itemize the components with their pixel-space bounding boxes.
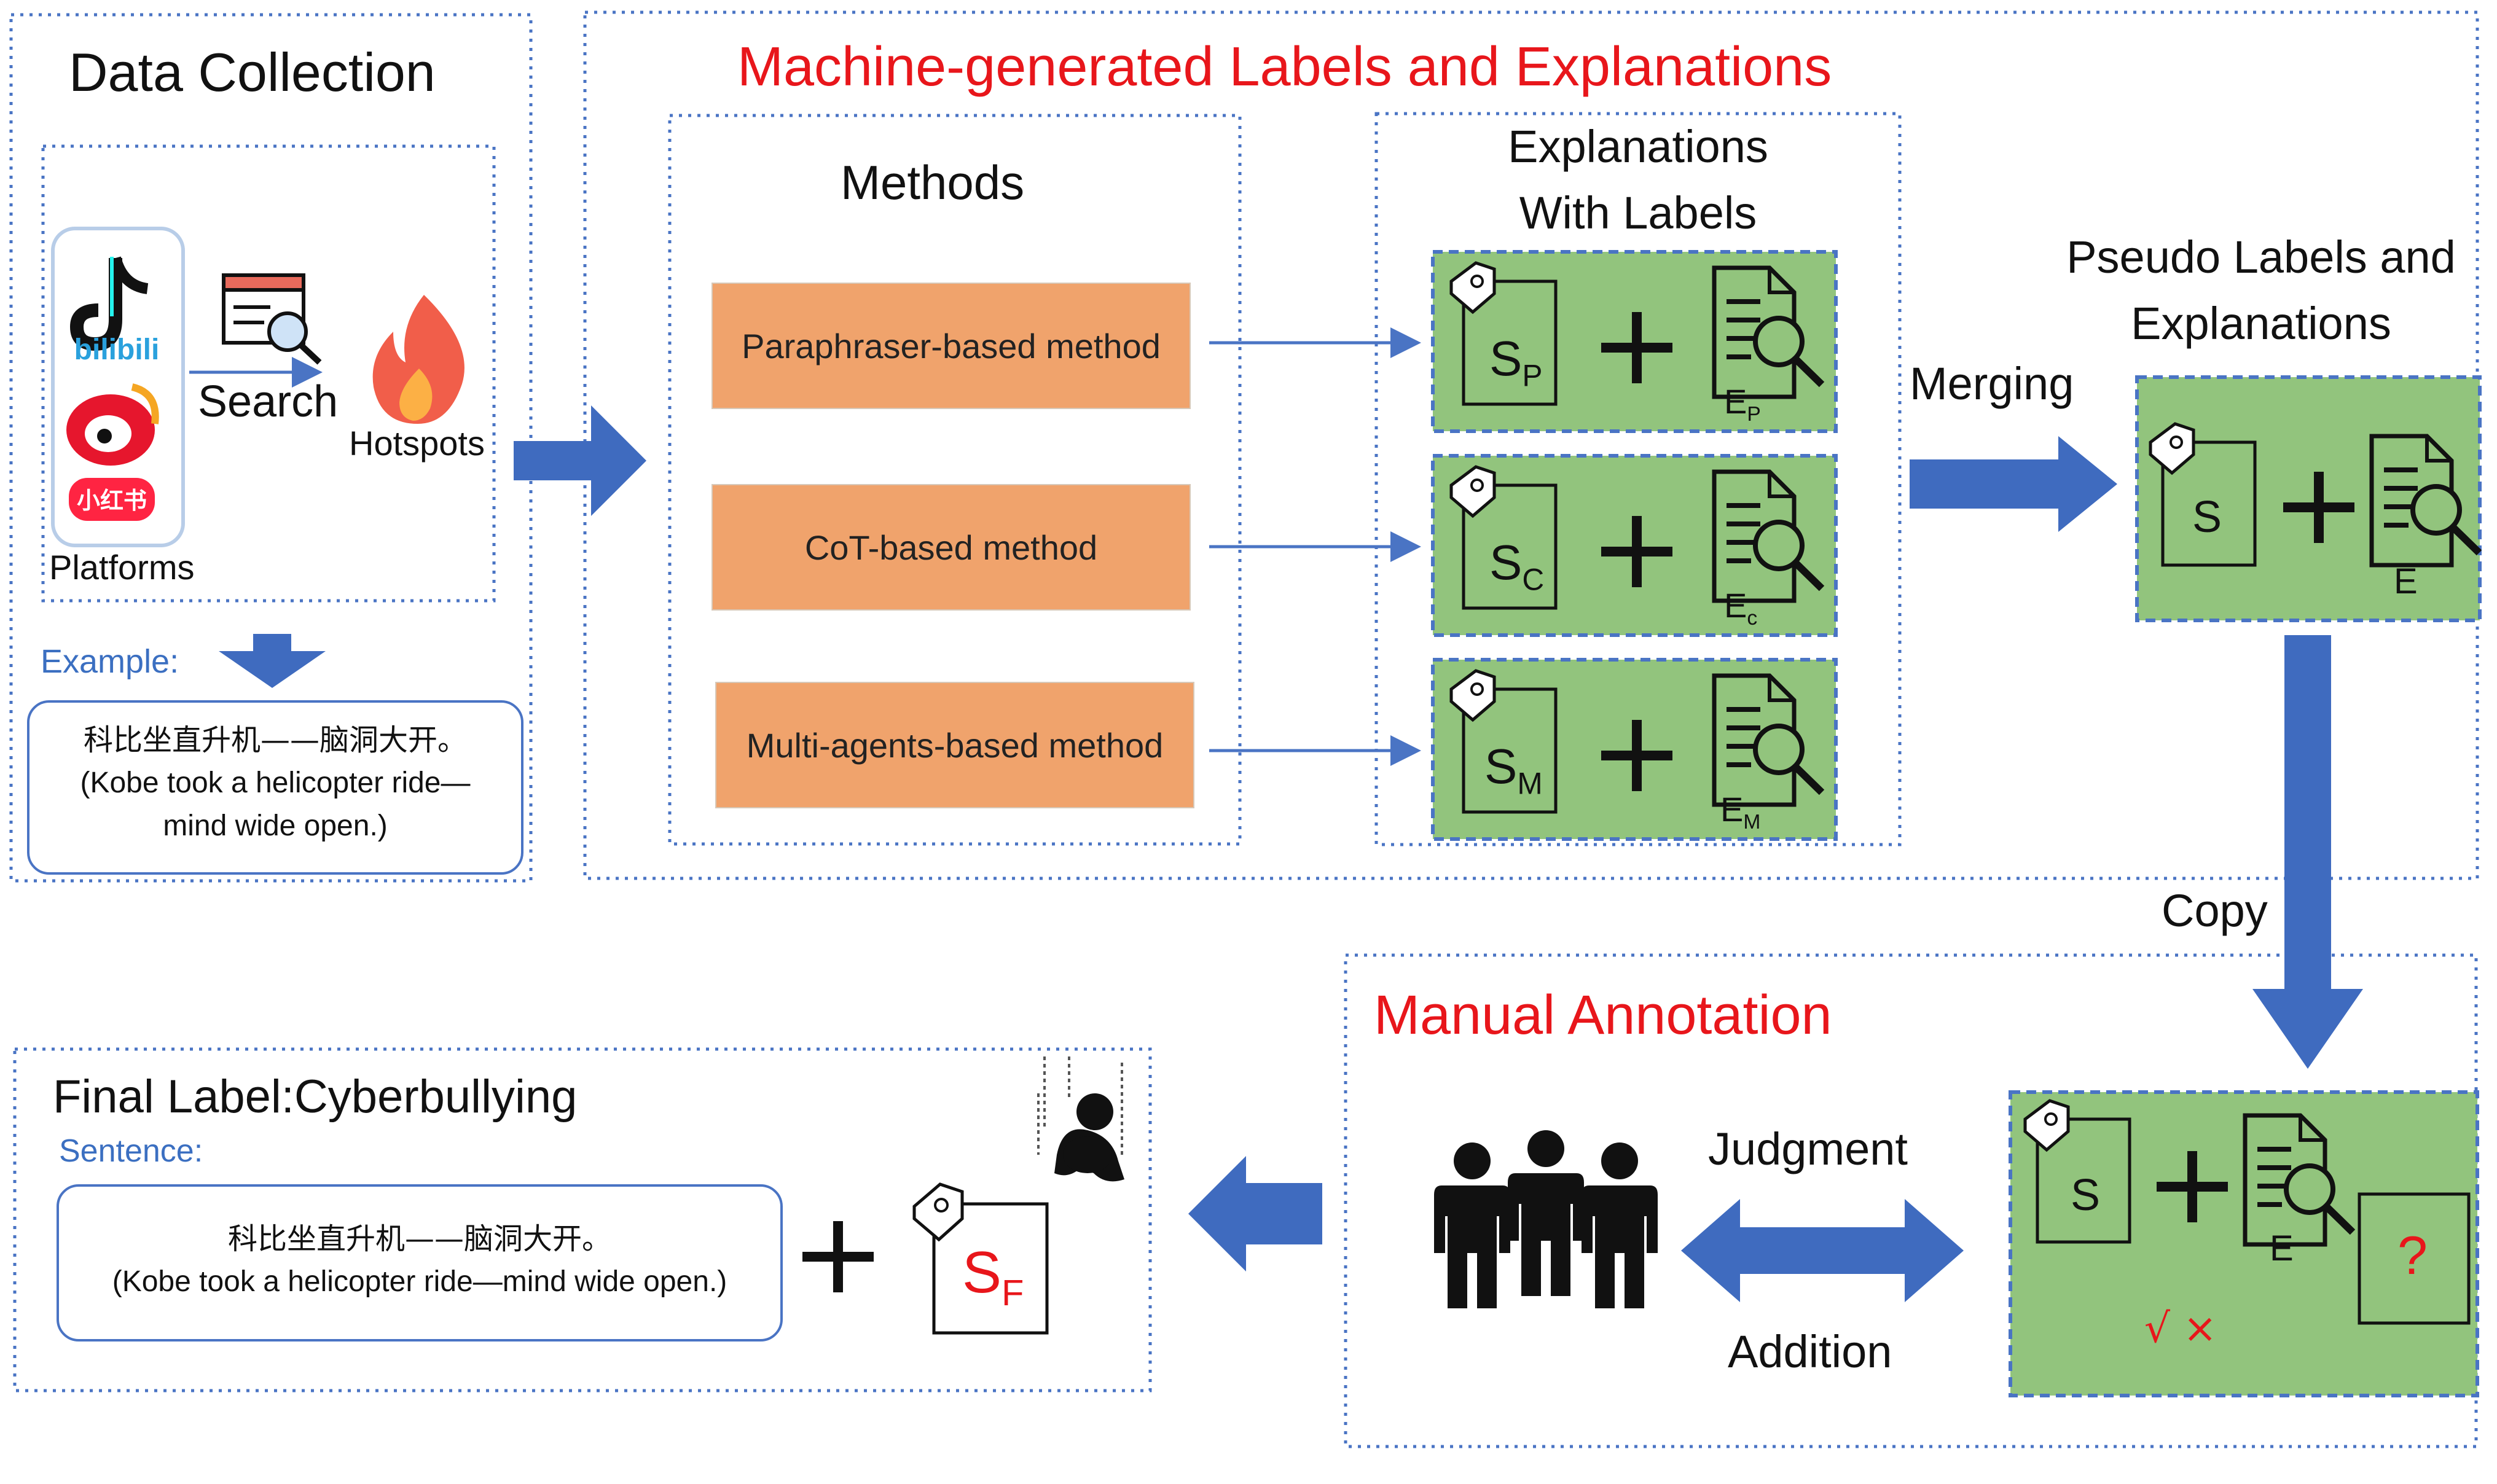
final-label-doc (912, 1182, 1049, 1335)
platforms-label: Platforms (49, 548, 195, 587)
pseudo-e-label: E (2394, 561, 2418, 601)
e-c-label: Ec (1724, 586, 1758, 630)
final-sentence-box: 科比坐直升机——脑洞大开。 (Kobe took a helicopter ri… (57, 1184, 783, 1341)
tiktok-icon (69, 256, 149, 351)
arrow-copy (2252, 635, 2363, 1069)
explanations-title-1: Explanations (1508, 121, 1768, 172)
bilibili-logo: bilibili (74, 334, 160, 366)
arrow-to-final (1188, 1156, 1322, 1271)
search-label: Search (198, 377, 339, 426)
label-box-cot (1431, 454, 1838, 637)
e-p-label: EP (1724, 382, 1761, 426)
sentence-label: Sentence: (59, 1133, 203, 1169)
final-label-title: Final Label:Cyberbullying (53, 1071, 578, 1123)
check-cross-mark: √ × (2144, 1305, 2217, 1352)
pseudo-title-1: Pseudo Labels and (2066, 232, 2456, 283)
e-m-label: EM (1720, 790, 1761, 834)
annotation-s-label: S (2071, 1171, 2101, 1220)
xiaohongshu-icon (69, 478, 155, 521)
final-frame (13, 1047, 1152, 1392)
hotspot-flame-icon (372, 295, 465, 424)
data-collection-title: Data Collection (69, 42, 436, 103)
label-box-multi-agents (1431, 658, 1838, 841)
method-cot: CoT-based method (711, 484, 1191, 611)
pseudo-label-box (2135, 375, 2480, 622)
explanations-title-2: With Labels (1519, 187, 1757, 238)
arrow-judgment-addition (1681, 1199, 1964, 1302)
merging-label: Merging (1910, 358, 2074, 409)
manual-title: Manual Annotation (1374, 985, 1832, 1046)
example-english-line-2: mind wide open.) (163, 810, 388, 842)
data-collection-frame (9, 13, 533, 883)
method-multi-agents: Multi-agents-based method (715, 682, 1194, 808)
method-paraphraser: Paraphraser-based method (711, 283, 1191, 409)
machine-title: Machine-generated Labels and Explanation… (737, 36, 1832, 98)
pseudo-title-2: Explanations (2131, 298, 2391, 349)
weibo-icon (66, 383, 159, 466)
judgment-label: Judgment (1708, 1123, 1908, 1174)
label-box-paraphraser (1431, 250, 1838, 433)
s-c-label: SC (1489, 535, 1545, 597)
annotation-box (2009, 1090, 2479, 1397)
methods-frame (668, 114, 1242, 846)
example-english-line-1: (Kobe took a helicopter ride— (80, 767, 471, 799)
people-icon (1434, 1130, 1658, 1308)
methods-title: Methods (841, 155, 1025, 209)
final-plus-icon (802, 1221, 874, 1292)
example-label: Example: (41, 643, 179, 680)
copy-label: Copy (2162, 885, 2268, 936)
annotation-e-label: E (2270, 1228, 2294, 1268)
arrow-to-example (219, 634, 326, 688)
sf-label: SF (962, 1240, 1024, 1313)
example-chinese: 科比坐直升机——脑洞大开。 (83, 723, 467, 757)
arrow-merging (1910, 436, 2117, 532)
final-sentence-chinese: 科比坐直升机——脑洞大开。 (227, 1222, 611, 1256)
example-box: 科比坐直升机——脑洞大开。 (Kobe took a helicopter ri… (27, 700, 523, 875)
search-browser-icon (222, 273, 322, 365)
addition-label: Addition (1728, 1326, 1892, 1377)
hotspots-label: Hotspots (349, 424, 485, 463)
s-p-label: SP (1489, 331, 1543, 393)
final-sentence-english: (Kobe took a helicopter ride—mind wide o… (112, 1265, 727, 1298)
s-m-label: SM (1484, 739, 1543, 801)
xiaohongshu-logo: 小红书 (77, 487, 147, 514)
sad-person-icon (1037, 1056, 1124, 1182)
pseudo-s-label: S (2192, 493, 2222, 542)
arrow-to-methods (514, 405, 646, 516)
question-mark: ? (2397, 1225, 2428, 1286)
